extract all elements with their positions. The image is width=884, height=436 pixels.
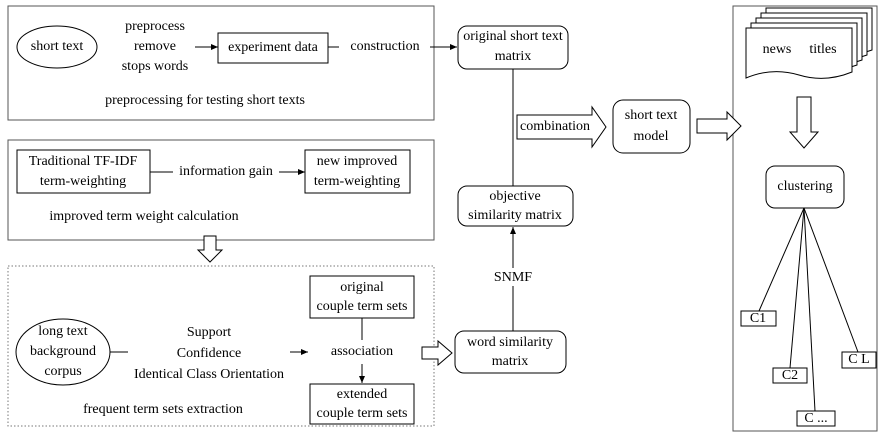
short-text-model-node	[612, 99, 691, 154]
preprocessing-caption: preprocessing for testing short texts	[105, 93, 305, 108]
original-matrix-label-2: matrix	[495, 49, 532, 64]
experiment-data-node	[217, 32, 329, 64]
preprocessing-panel	[7, 5, 435, 121]
traditional-tfidf-node	[16, 149, 151, 194]
hollow-down-arrow-to-clustering	[788, 96, 820, 149]
frequent-term-sets-panel	[7, 265, 435, 427]
objective-label-1: objective	[489, 189, 540, 204]
branch-to-cl	[803, 207, 859, 353]
short-text-model-label-2: model	[634, 129, 669, 144]
support-label: Support	[187, 325, 231, 340]
term-weighting-caption: improved term weight calculation	[49, 209, 238, 224]
long-text-label: long text	[38, 324, 87, 339]
cluster-c2-label: C2	[782, 368, 798, 383]
short-text-model-label-1: short text	[625, 108, 678, 123]
word-similarity-matrix-node	[454, 330, 567, 374]
traditional-tfidf-label: Traditional TF-IDF	[29, 154, 138, 169]
news-titles-documents-icon	[745, 7, 873, 79]
cluster-c-dots-label: C ...	[804, 411, 827, 426]
background-label: background	[30, 344, 96, 359]
cluster-cl-box	[841, 351, 877, 369]
original-couple-label-2: couple term sets	[317, 299, 408, 314]
confidence-label: Confidence	[177, 346, 242, 361]
news-label: news	[763, 42, 792, 57]
word-similarity-label-1: word similarity	[467, 335, 553, 350]
clustering-panel	[732, 5, 878, 432]
term-weighting-panel	[7, 139, 435, 241]
branch-to-c2	[789, 207, 805, 369]
new-improved-label: new improved	[317, 154, 397, 169]
hollow-right-arrow-to-word-similarity	[421, 339, 453, 367]
branch-to-c1	[758, 207, 805, 312]
cluster-c-dots-box	[796, 410, 836, 427]
snmf-label-background	[492, 268, 534, 286]
extended-couple-label-1: extended	[337, 387, 388, 402]
information-gain-label: information gain	[179, 164, 273, 179]
cluster-cl-label: C L	[848, 352, 869, 367]
short-text-label: short text	[31, 39, 84, 54]
snmf-label: SNMF	[494, 270, 532, 285]
identical-class-orientation-label: Identical Class Orientation	[134, 367, 284, 382]
new-improved-weighting-node	[304, 149, 411, 194]
experiment-data-label: experiment data	[228, 40, 319, 55]
association-label: association	[331, 344, 393, 359]
branch-to-c-dots	[803, 207, 816, 412]
objective-similarity-matrix-node	[457, 185, 574, 227]
stop-words-label: stops words	[122, 59, 189, 74]
extended-couple-label-2: couple term sets	[317, 406, 408, 421]
original-matrix-label-1: original short text	[463, 29, 563, 44]
improved-term-weighting-label: term-weighting	[314, 174, 400, 189]
clustering-node	[765, 165, 845, 209]
combination-arrow	[516, 105, 607, 149]
original-couple-term-sets-node	[309, 275, 415, 319]
clustering-label: clustering	[777, 179, 832, 194]
titles-label: titles	[809, 42, 836, 57]
hollow-down-arrow-left	[196, 235, 224, 263]
hollow-right-arrow-to-clustering-panel	[696, 110, 742, 142]
preprocess-label: preprocess	[125, 19, 185, 34]
traditional-term-weighting-label: term-weighting	[40, 174, 126, 189]
combination-label: combination	[520, 119, 590, 134]
objective-label-2: similarity matrix	[468, 208, 562, 223]
short-text-node	[16, 25, 98, 69]
corpus-label: corpus	[44, 364, 81, 379]
cluster-c1-box	[740, 310, 777, 327]
extended-couple-term-sets-node	[309, 383, 415, 425]
remove-label: remove	[134, 39, 176, 54]
cluster-c2-box	[772, 367, 808, 384]
construction-label: construction	[350, 39, 419, 54]
original-couple-label-1: original	[340, 280, 384, 295]
cluster-c1-label: C1	[750, 311, 766, 326]
frequent-term-sets-caption: frequent term sets extraction	[83, 402, 243, 417]
word-similarity-label-2: matrix	[492, 354, 529, 369]
